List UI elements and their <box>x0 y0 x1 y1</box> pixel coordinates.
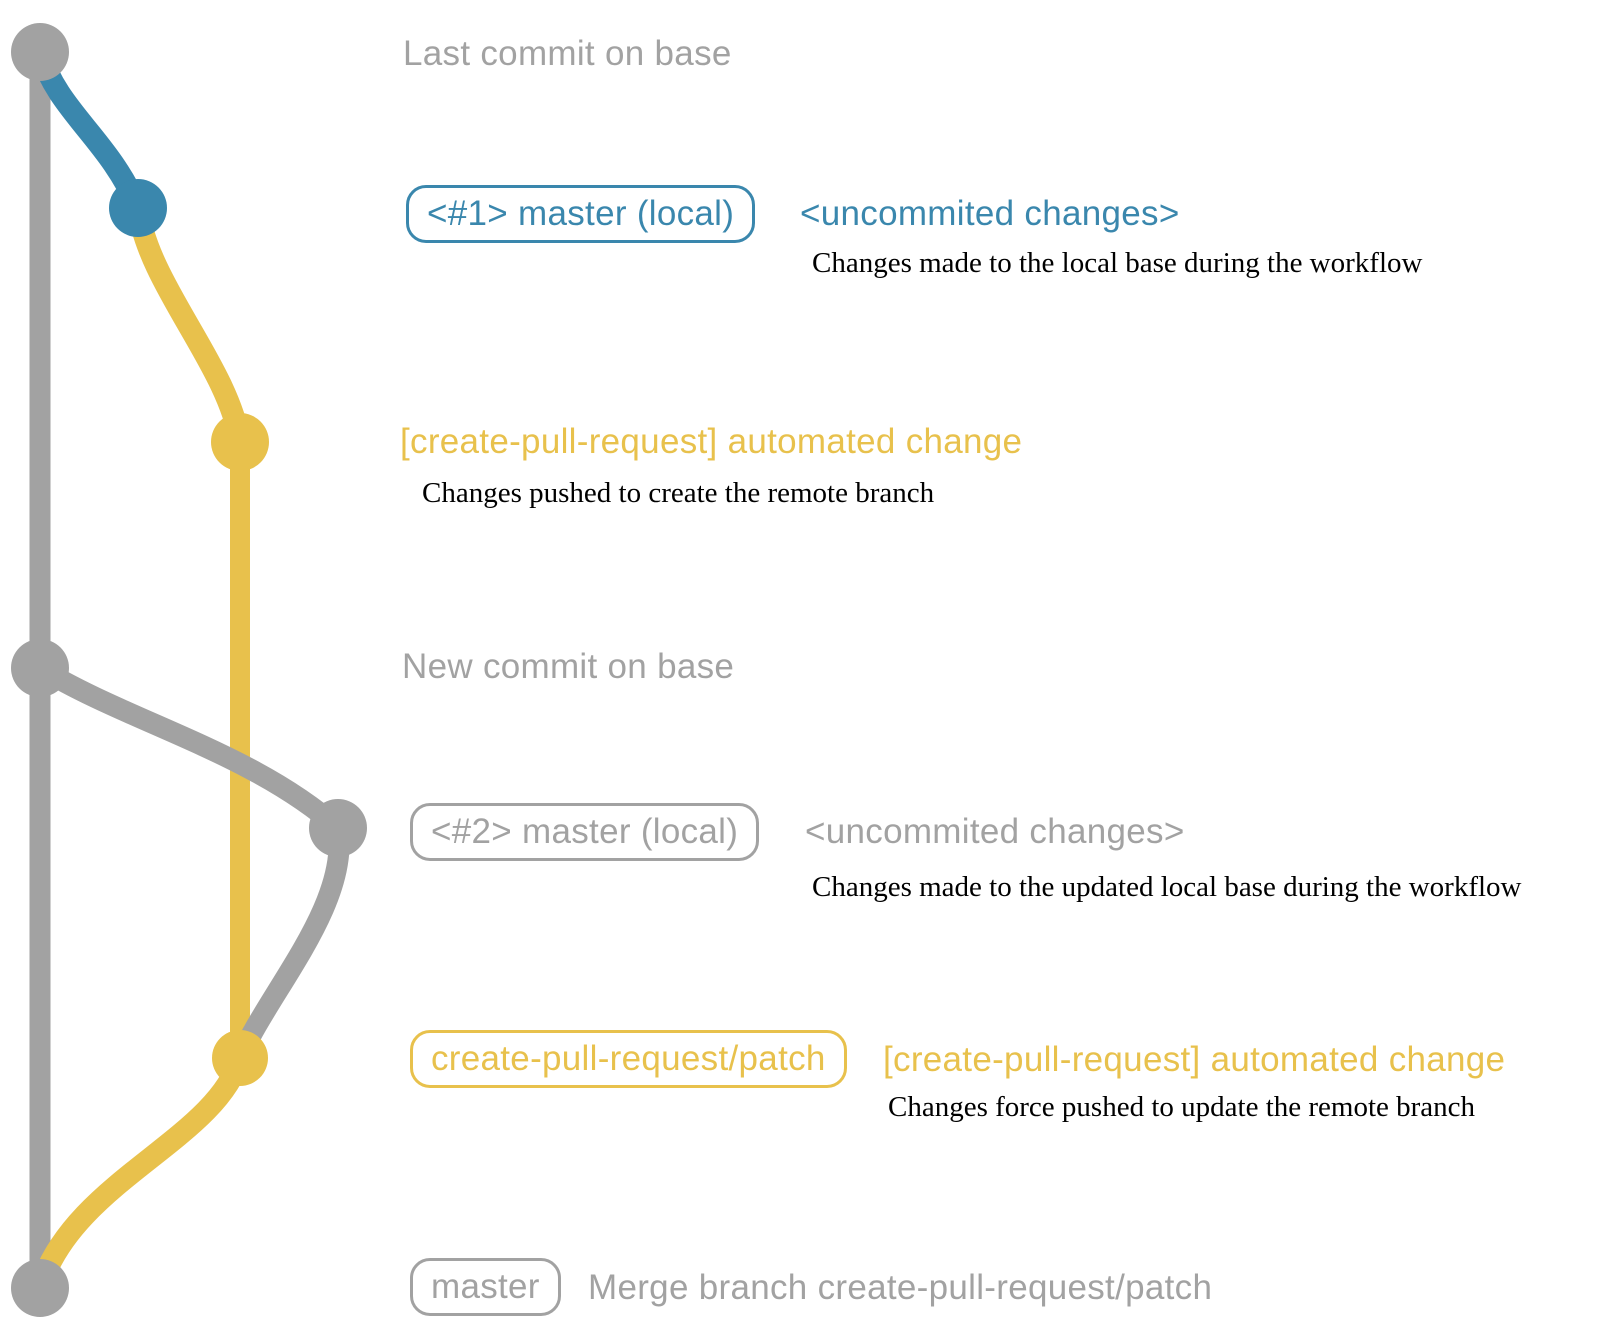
branch-curve-patch-create <box>127 206 251 444</box>
commit-dot-patch-2 <box>212 1030 268 1086</box>
branch-curve-local-master-2-out <box>34 659 345 836</box>
annotation-note-workflow1: Changes made to the local base during th… <box>812 247 1423 279</box>
commit-message-merge: Merge branch create-pull-request/patch <box>588 1268 1213 1307</box>
commit-message-uncommited-2: <uncommited changes> <box>805 812 1185 851</box>
branch-badge-master-local-2: <#2> master (local) <box>410 803 760 861</box>
annotation-note-workflow2: Changes made to the updated local base d… <box>812 871 1522 903</box>
commit-dot-base-top <box>11 23 69 81</box>
branch-badge-master-local-1: <#1> master (local) <box>406 185 756 243</box>
commit-message-automated-change-2: [create-pull-request] automated change <box>883 1040 1506 1079</box>
branch-curve-merge <box>29 1054 251 1292</box>
commit-dot-base-new <box>11 639 69 697</box>
git-graph <box>11 23 367 1317</box>
branch-badge-patch: create-pull-request/patch <box>410 1030 847 1088</box>
commit-message-last-commit: Last commit on base <box>403 34 732 73</box>
branch-curve-local-master-2-in <box>230 826 350 1063</box>
commit-message-uncommited-1: <uncommited changes> <box>800 194 1180 233</box>
commit-dot-patch-1 <box>211 413 269 471</box>
commit-message-new-commit: New commit on base <box>402 647 735 686</box>
annotation-note-push1: Changes pushed to create the remote bran… <box>422 477 935 509</box>
commit-dot-master-local-1 <box>109 179 167 237</box>
branch-badge-master: master <box>410 1258 561 1316</box>
annotation-note-push2: Changes force pushed to update the remot… <box>888 1091 1476 1123</box>
commit-message-automated-change-1: [create-pull-request] automated change <box>400 422 1023 461</box>
commit-dot-master-local-2 <box>309 799 367 857</box>
commit-dot-base-merge <box>11 1259 69 1317</box>
